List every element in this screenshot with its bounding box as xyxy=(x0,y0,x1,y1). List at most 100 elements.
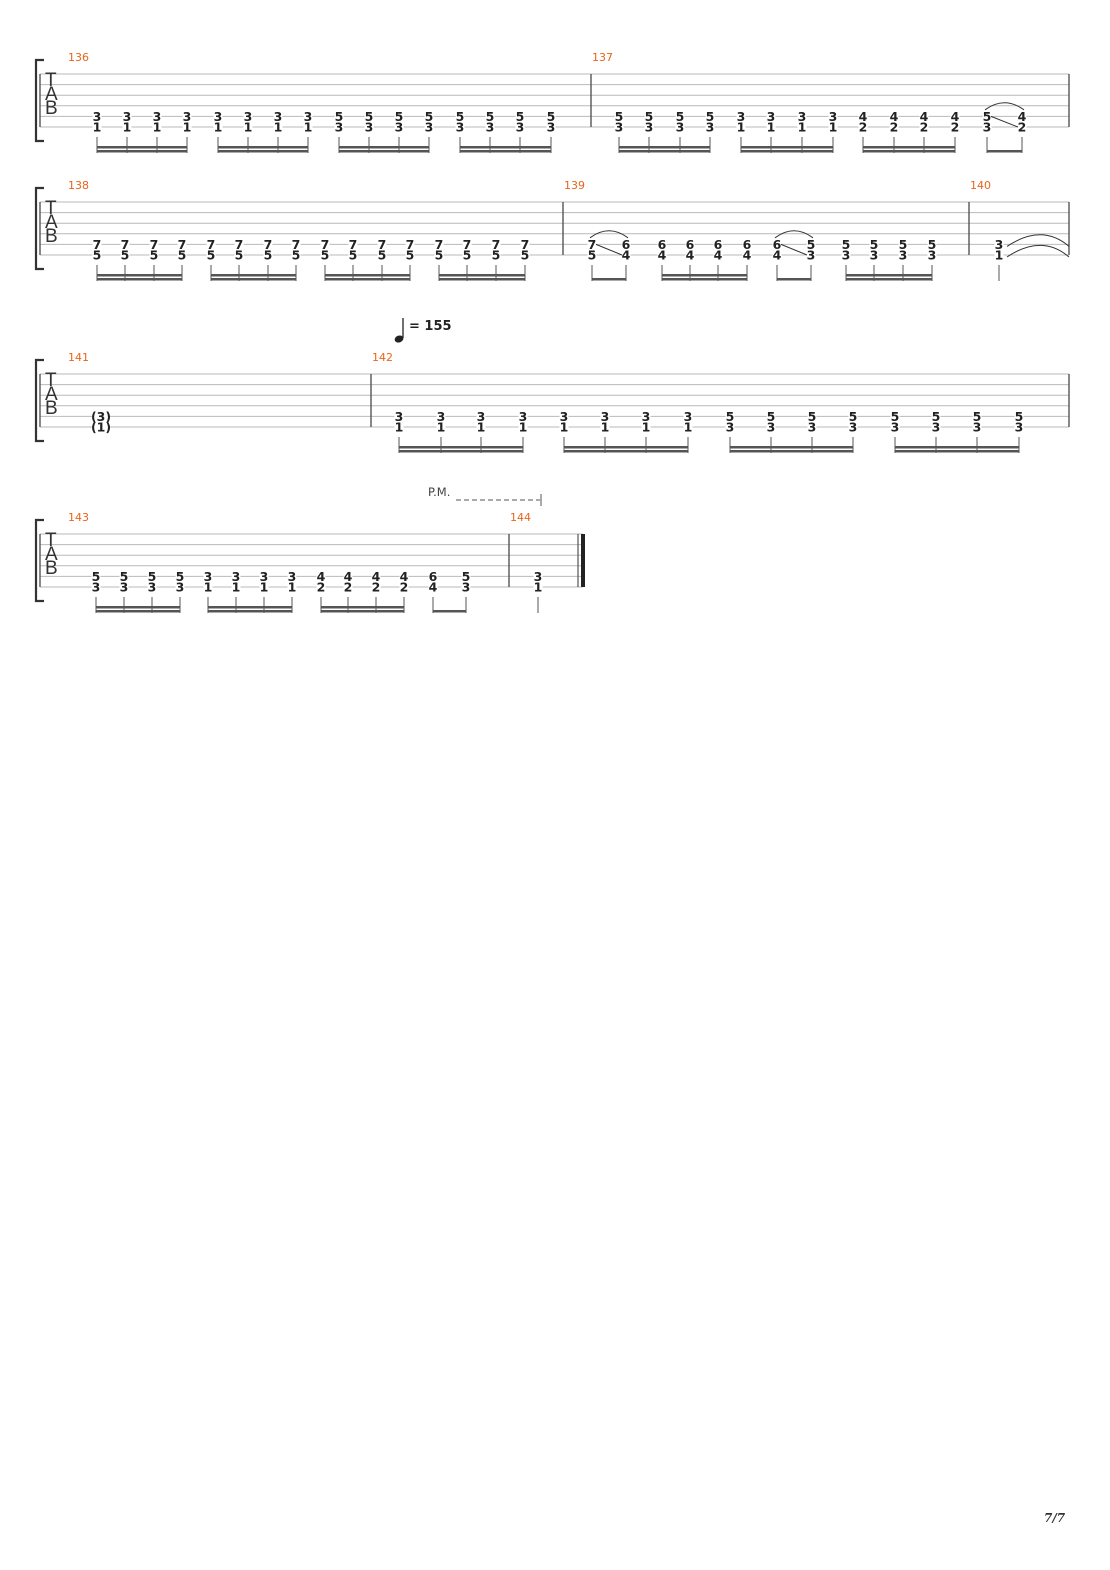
fret-number: 5 xyxy=(767,409,776,424)
fret-number: 3 xyxy=(123,109,132,124)
note-beam xyxy=(846,274,932,277)
note-mask xyxy=(234,238,244,260)
fret-number: 5 xyxy=(849,409,858,424)
fret-number: 4 xyxy=(714,248,723,263)
fret-number: 3 xyxy=(365,120,374,135)
fret-number: 3 xyxy=(726,420,735,435)
fret-number: 1 xyxy=(560,420,569,435)
fret-number: 5 xyxy=(395,109,404,124)
fret-number: 1 xyxy=(183,120,192,135)
note-mask xyxy=(263,238,273,260)
note-beam xyxy=(439,278,525,281)
fret-number: 3 xyxy=(601,409,610,424)
note-mask xyxy=(807,410,817,432)
fret-number: 4 xyxy=(951,109,960,124)
fret-number: 1 xyxy=(153,120,162,135)
note-mask xyxy=(828,110,838,132)
note-mask xyxy=(320,238,330,260)
fret-number: 5 xyxy=(207,248,216,263)
fret-number: 2 xyxy=(372,580,381,595)
tab-clef-letter: A xyxy=(45,544,58,565)
note-beam xyxy=(460,146,551,149)
fret-number: 5 xyxy=(521,248,530,263)
fret-number: 1 xyxy=(601,420,610,435)
system-bracket xyxy=(34,58,44,143)
note-mask xyxy=(546,110,556,132)
slide-line xyxy=(780,243,808,256)
note-mask xyxy=(725,410,735,432)
note-mask xyxy=(972,410,982,432)
fret-number: 4 xyxy=(920,109,929,124)
note-mask xyxy=(462,238,472,260)
fret-number: 3 xyxy=(706,120,715,135)
note-mask xyxy=(657,238,667,260)
fret-number: 4 xyxy=(1018,109,1027,124)
note-mask xyxy=(1017,110,1027,132)
fret-number: 3 xyxy=(737,109,746,124)
note-beam xyxy=(439,274,525,277)
measure-number: 138 xyxy=(68,179,89,192)
fret-number: 3 xyxy=(547,120,556,135)
note-beam xyxy=(339,146,429,149)
fret-number: 1 xyxy=(737,120,746,135)
note-mask xyxy=(231,570,241,592)
note-beam xyxy=(564,450,688,453)
fret-number: 4 xyxy=(317,569,326,584)
fret-number: 2 xyxy=(344,580,353,595)
note-beam xyxy=(218,146,308,149)
fret-number: 3 xyxy=(995,237,1004,252)
fret-number: 3 xyxy=(519,409,528,424)
fret-number: 3 xyxy=(92,580,101,595)
fret-number: 2 xyxy=(859,120,868,135)
note-mask xyxy=(675,110,685,132)
fret-number: 2 xyxy=(890,120,899,135)
tab-clef-letter: T xyxy=(45,70,57,91)
note-beam xyxy=(592,278,626,281)
fret-number: 3 xyxy=(891,420,900,435)
fret-number: 7 xyxy=(378,237,387,252)
fret-number: 3 xyxy=(456,120,465,135)
slide-line xyxy=(990,115,1019,128)
note-mask xyxy=(485,110,495,132)
tab-clef-letter: T xyxy=(45,530,57,551)
fret-number: 5 xyxy=(891,409,900,424)
fret-number: 5 xyxy=(150,248,159,263)
fret-number: 3 xyxy=(274,109,283,124)
fret-number: 3 xyxy=(642,409,651,424)
note-mask xyxy=(766,410,776,432)
note-beam xyxy=(97,274,182,277)
final-barline-thick xyxy=(581,534,585,587)
note-mask xyxy=(476,410,486,432)
fret-number: 7 xyxy=(463,237,472,252)
note-mask xyxy=(461,570,471,592)
fret-number: 5 xyxy=(588,248,597,263)
measure-number: 139 xyxy=(564,179,585,192)
fret-number: 1 xyxy=(123,120,132,135)
tab-clef-letter: B xyxy=(45,98,58,119)
fret-number: 7 xyxy=(588,237,597,252)
note-mask xyxy=(203,570,213,592)
note-mask xyxy=(287,570,297,592)
fret-number: 5 xyxy=(365,109,374,124)
note-beam xyxy=(741,146,833,149)
fret-number: 3 xyxy=(808,420,817,435)
note-mask xyxy=(434,238,444,260)
fret-number: 3 xyxy=(462,580,471,595)
tab-clef-letter: T xyxy=(45,370,57,391)
fret-number: 3 xyxy=(767,109,776,124)
fret-number: 7 xyxy=(521,237,530,252)
note-mask xyxy=(91,570,101,592)
fret-number: 5 xyxy=(121,248,130,263)
system-bracket xyxy=(34,358,44,443)
note-mask xyxy=(982,110,992,132)
note-mask xyxy=(533,570,543,592)
fret-number: 5 xyxy=(870,237,879,252)
measure-number: 144 xyxy=(510,511,531,524)
fret-number: 5 xyxy=(973,409,982,424)
note-mask xyxy=(898,238,908,260)
note-mask xyxy=(515,110,525,132)
fret-number: 5 xyxy=(378,248,387,263)
note-beam xyxy=(211,278,296,281)
tab-clef-letter: B xyxy=(45,558,58,579)
